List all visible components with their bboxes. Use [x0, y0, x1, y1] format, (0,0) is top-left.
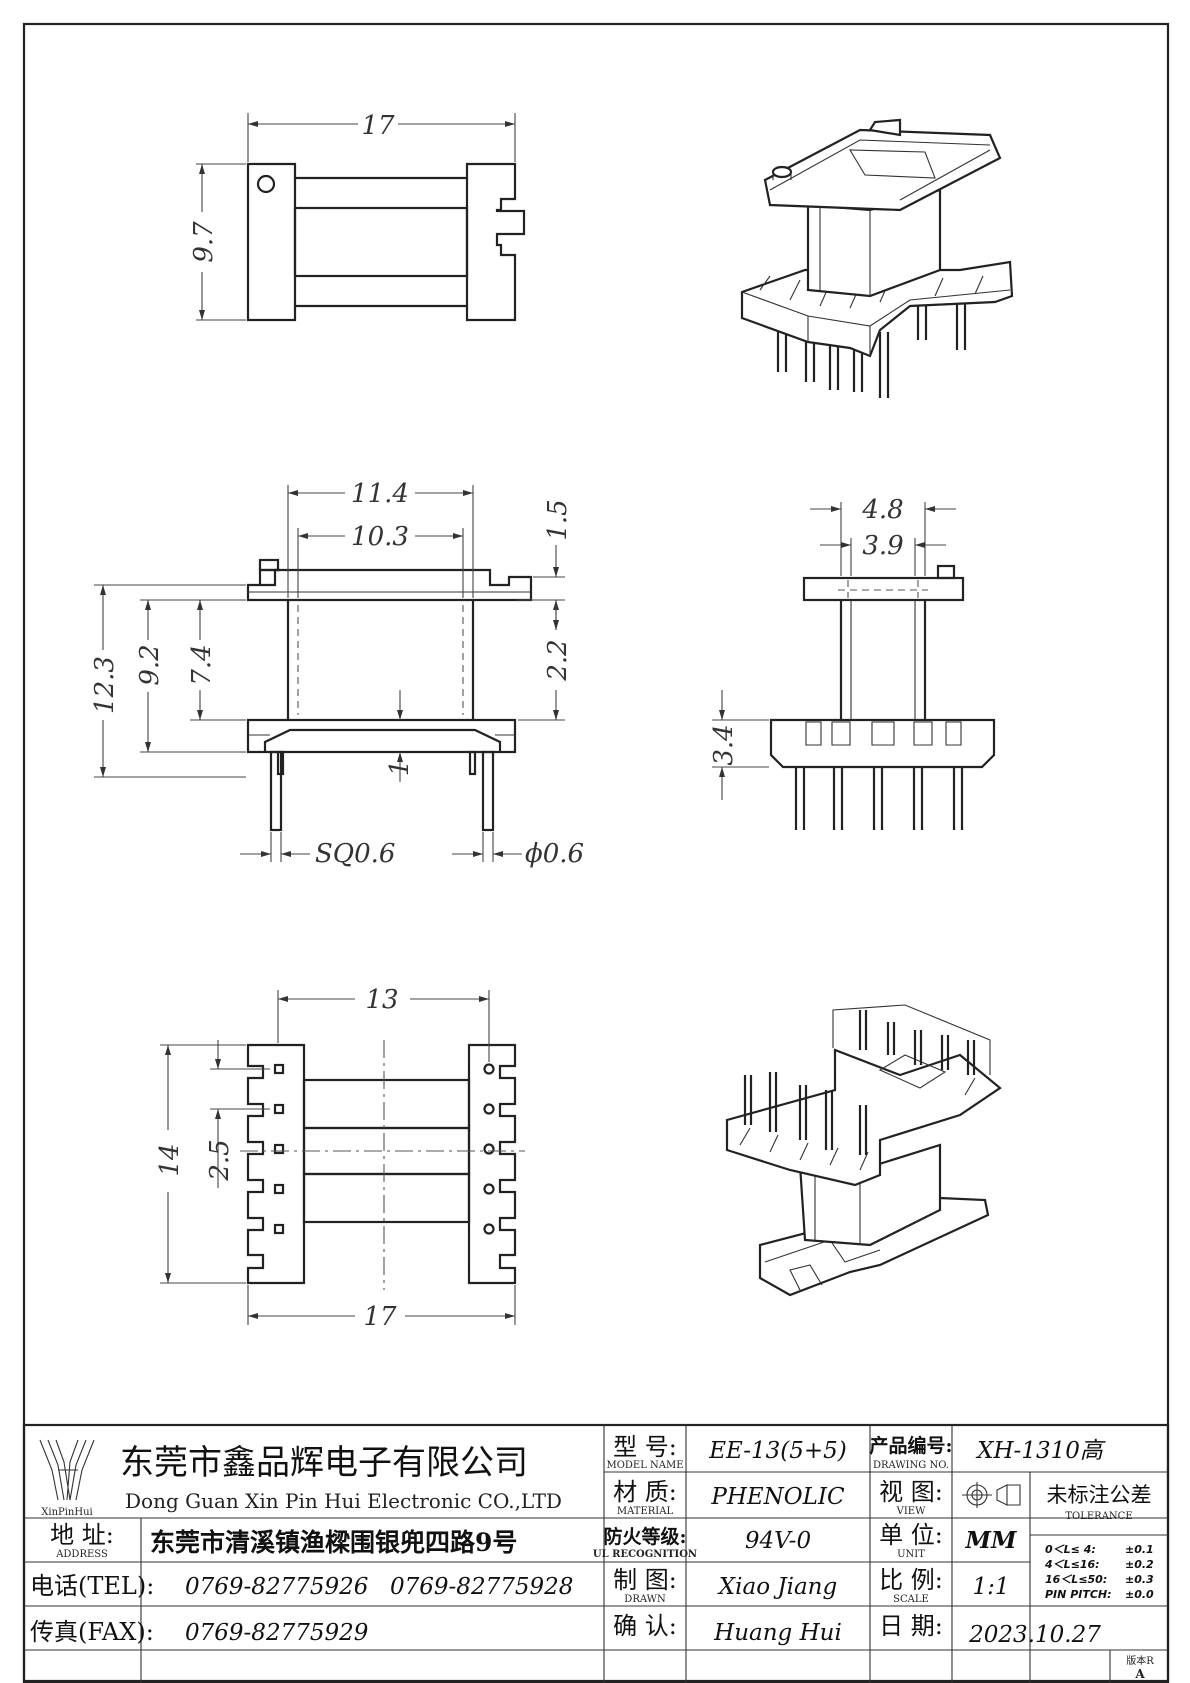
- dim-bottom-height: 14: [155, 1143, 185, 1176]
- version-value: A: [1134, 1667, 1145, 1681]
- dim-front-flange: 1.5: [543, 499, 573, 540]
- drawn-value: Xiao Jiang: [717, 1574, 837, 1600]
- fax-value: 0769-82775929: [185, 1620, 368, 1646]
- confirm-label: 确 认:: [613, 1612, 677, 1640]
- scale-value: 1:1: [972, 1574, 1009, 1600]
- company-name-en: Dong Guan Xin Pin Hui Electronic CO.,LTD: [125, 1489, 562, 1513]
- dim-top-width: 17: [361, 111, 395, 141]
- date-label: 日 期:: [879, 1612, 943, 1640]
- tol-row3-range: 16＜L≤50:: [1045, 1573, 1107, 1586]
- tol-row2-value: ±0.2: [1125, 1558, 1154, 1571]
- fire-label: 防火等级:: [603, 1525, 686, 1548]
- front-view: 11.4 10.3 1.5 2.2 12.3 9.2 7.4 1: [90, 479, 584, 869]
- material-label-en: MATERIAL: [617, 1506, 674, 1517]
- dim-top-height: 9.7: [189, 221, 219, 263]
- unit-label: 单 位:: [879, 1521, 943, 1549]
- dim-front-w1: 11.4: [351, 479, 409, 509]
- dim-pin-square: SQ0.6: [315, 839, 395, 869]
- tolerance-title: 未标注公差: [1047, 1483, 1152, 1507]
- iso-view-bottom: [725, 1004, 1002, 1297]
- scale-label: 比 例:: [879, 1566, 943, 1594]
- model-value: EE-13(5+5): [708, 1438, 847, 1464]
- tol-row4-range: PIN PITCH:: [1045, 1588, 1112, 1601]
- model-label-en: MODEL NAME: [606, 1460, 683, 1471]
- model-label: 型 号:: [613, 1433, 677, 1461]
- product-label-en: DRAWING NO.: [873, 1460, 949, 1471]
- company-name-cn: 东莞市鑫品辉电子有限公司: [120, 1443, 528, 1483]
- tolerance-en: TOLERANCE: [1065, 1511, 1132, 1522]
- dim-bottom-inner: 13: [365, 985, 398, 1015]
- tel2-value: 0769-82775928: [390, 1574, 573, 1600]
- logo-text: XinPinHui: [41, 1507, 92, 1518]
- dim-side-w1: 4.8: [861, 495, 903, 525]
- tol-row1-range: 0＜L≤ 4:: [1045, 1543, 1096, 1556]
- dim-front-gap: 2.2: [543, 639, 573, 681]
- version-label: 版本R: [1126, 1654, 1154, 1667]
- side-view: 4.8 3.9 3.4: [709, 495, 996, 830]
- dim-front-w2: 10.3: [351, 522, 409, 552]
- dim-front-h-inner: 9.2: [135, 644, 165, 685]
- unit-value: MM: [965, 1527, 1018, 1554]
- drawn-label: 制 图:: [613, 1566, 677, 1594]
- dim-front-h-total: 12.3: [90, 656, 120, 714]
- dim-bottom-width: 17: [363, 1302, 397, 1332]
- address-label: 地 址:: [50, 1521, 114, 1549]
- material-value: PHENOLIC: [710, 1484, 845, 1510]
- address-value: 东莞市清溪镇渔樑围银兜四路9号: [150, 1528, 517, 1557]
- fax-label: 传真(FAX):: [30, 1618, 154, 1646]
- projection-symbol-icon: [962, 1482, 1021, 1508]
- iso-view-top: [740, 118, 1014, 398]
- view-label-en: VIEW: [896, 1506, 926, 1517]
- dim-bottom-pitch: 2.5: [205, 1139, 235, 1181]
- fire-value: 94V-0: [745, 1528, 811, 1554]
- tol-row4-value: ±0.0: [1125, 1588, 1154, 1601]
- tol-row1-value: ±0.1: [1125, 1543, 1154, 1556]
- company-logo: XinPinHui: [39, 1439, 95, 1518]
- dim-front-h-core: 7.4: [187, 644, 217, 685]
- scale-label-en: SCALE: [893, 1594, 929, 1605]
- date-value: 2023.10.27: [968, 1622, 1101, 1648]
- fire-label-en: UL RECOGNITION: [593, 1549, 697, 1560]
- tol-row2-range: 4＜L≤16:: [1044, 1558, 1100, 1571]
- top-view: 17 9.7: [189, 111, 526, 322]
- dim-side-h: 3.4: [709, 724, 739, 765]
- bottom-view: 13 14 2.5 17: [155, 985, 525, 1332]
- unit-label-en: UNIT: [897, 1549, 925, 1560]
- dim-side-w2: 3.9: [862, 531, 903, 561]
- drawn-label-en: DRAWN: [624, 1594, 666, 1605]
- tel1-value: 0769-82775926: [185, 1574, 368, 1600]
- material-label: 材 质:: [613, 1478, 677, 1506]
- product-label: 产品编号:: [869, 1434, 952, 1457]
- address-label-en: ADDRESS: [55, 1549, 108, 1560]
- dim-pin-round: ϕ0.6: [525, 839, 584, 869]
- tol-row3-value: ±0.3: [1125, 1573, 1154, 1586]
- product-value: XH-1310高: [975, 1438, 1106, 1464]
- dim-front-base: 1: [385, 760, 415, 777]
- title-block: XinPinHui 东莞市鑫品辉电子有限公司 Dong Guan Xin Pin…: [22, 1423, 1170, 1683]
- tel-label: 电话(TEL):: [30, 1572, 154, 1600]
- confirm-value: Huang Hui: [713, 1620, 842, 1646]
- view-label: 视 图:: [879, 1478, 943, 1506]
